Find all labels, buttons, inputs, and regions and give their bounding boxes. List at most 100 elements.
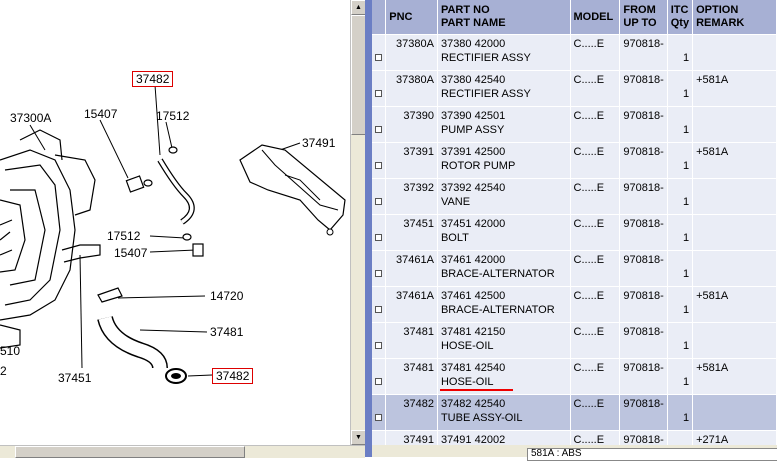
diagram-hscroll-thumb[interactable] <box>15 446 245 458</box>
row-checkbox[interactable] <box>372 322 387 359</box>
checkbox-icon[interactable] <box>375 378 383 385</box>
cell-remark <box>692 178 777 215</box>
diagram-horizontal-scrollbar[interactable] <box>0 445 365 458</box>
cell-model: C.....E <box>570 70 621 107</box>
part-number: 37481 42540 <box>440 362 506 374</box>
callout-37491[interactable]: 37491 <box>302 136 336 150</box>
checkbox-icon[interactable] <box>375 270 383 277</box>
row-checkbox[interactable] <box>372 430 387 445</box>
qty-value: 1 <box>682 124 690 136</box>
checkbox-icon[interactable] <box>375 54 383 61</box>
row-checkbox[interactable] <box>372 250 387 287</box>
checkbox-icon[interactable] <box>375 234 383 241</box>
cell-pnc: 37491 <box>385 430 438 445</box>
cell-qty: 1 <box>667 106 694 143</box>
part-number: 37482 42540 <box>440 398 506 410</box>
checkbox-icon[interactable] <box>375 198 383 205</box>
scroll-down-icon[interactable]: ▼ <box>351 430 366 445</box>
part-name: VANE <box>440 196 471 208</box>
cell-qty: 1 <box>667 142 694 179</box>
checkbox-icon[interactable] <box>375 162 383 169</box>
cell-from: 970818- <box>619 106 668 143</box>
callout-37482-top[interactable]: 37482 <box>132 71 174 87</box>
cell-pnc: 37481 <box>385 358 438 395</box>
callout-15407-top[interactable]: 15407 <box>84 107 118 121</box>
header-model[interactable]: MODEL <box>570 0 621 35</box>
callout-37451[interactable]: 37451 <box>58 371 92 385</box>
row-checkbox[interactable] <box>372 394 387 431</box>
cell-pnc: 37481 <box>385 322 438 359</box>
qty-value: 1 <box>682 232 690 244</box>
scroll-up-icon[interactable]: ▲ <box>351 0 366 15</box>
callout-17512-top[interactable]: 17512 <box>156 109 190 123</box>
callout-2[interactable]: 2 <box>0 364 7 378</box>
diagram-vscroll-thumb[interactable] <box>351 15 366 135</box>
parts-diagram[interactable]: 37482 15407 17512 37300A 37491 17512 154… <box>0 0 350 445</box>
row-checkbox[interactable] <box>372 286 387 323</box>
callout-37482-bottom[interactable]: 37482 <box>212 368 254 384</box>
cell-remark <box>692 394 777 431</box>
part-name: PUMP ASSY <box>440 124 505 136</box>
cell-model: C.....E <box>570 286 621 323</box>
row-checkbox[interactable] <box>372 106 387 143</box>
qty-value: 1 <box>671 433 689 445</box>
diagram-vertical-scrollbar[interactable]: ▲ ▼ <box>350 0 366 445</box>
row-checkbox[interactable] <box>372 34 387 71</box>
checkbox-icon[interactable] <box>375 90 383 97</box>
cell-from: 970818- <box>619 250 668 287</box>
cell-qty: 1 <box>667 322 694 359</box>
cell-partno: 37491 42002COVER-ALTERNATOR <box>437 430 571 445</box>
part-name: ROTOR PUMP <box>440 160 516 172</box>
row-checkbox[interactable] <box>372 214 387 251</box>
checkbox-icon[interactable] <box>375 126 383 133</box>
pane-splitter[interactable] <box>365 0 372 457</box>
callout-37481[interactable]: 37481 <box>210 325 244 339</box>
part-number: 37391 42500 <box>440 146 506 158</box>
part-name: RECTIFIER ASSY <box>440 52 531 64</box>
qty-value: 1 <box>682 160 690 172</box>
callout-510[interactable]: 510 <box>0 344 21 358</box>
cell-qty: 1 <box>667 394 694 431</box>
checkbox-icon[interactable] <box>375 414 383 421</box>
callout-37300a[interactable]: 37300A <box>10 111 52 125</box>
callout-15407-bottom[interactable]: 15407 <box>114 246 148 260</box>
row-checkbox[interactable] <box>372 178 387 215</box>
part-name: RECTIFIER ASSY <box>440 88 531 100</box>
row-checkbox[interactable] <box>372 358 387 395</box>
callout-14720[interactable]: 14720 <box>210 289 244 303</box>
callout-17512-bottom[interactable]: 17512 <box>107 229 141 243</box>
checkbox-icon[interactable] <box>375 306 383 313</box>
row-checkbox[interactable] <box>372 142 387 179</box>
checkbox-icon[interactable] <box>375 342 383 349</box>
part-number: 37461 42000 <box>440 254 506 266</box>
cell-from: 970818- <box>619 322 668 359</box>
cell-from: 970818- <box>619 214 668 251</box>
header-pnc[interactable]: PNC <box>385 0 438 35</box>
header-check <box>372 0 387 35</box>
qty-value: 1 <box>682 376 690 388</box>
cell-pnc: 37392 <box>385 178 438 215</box>
row-checkbox[interactable] <box>372 70 387 107</box>
part-name: BRACE-ALTERNATOR <box>440 268 555 280</box>
